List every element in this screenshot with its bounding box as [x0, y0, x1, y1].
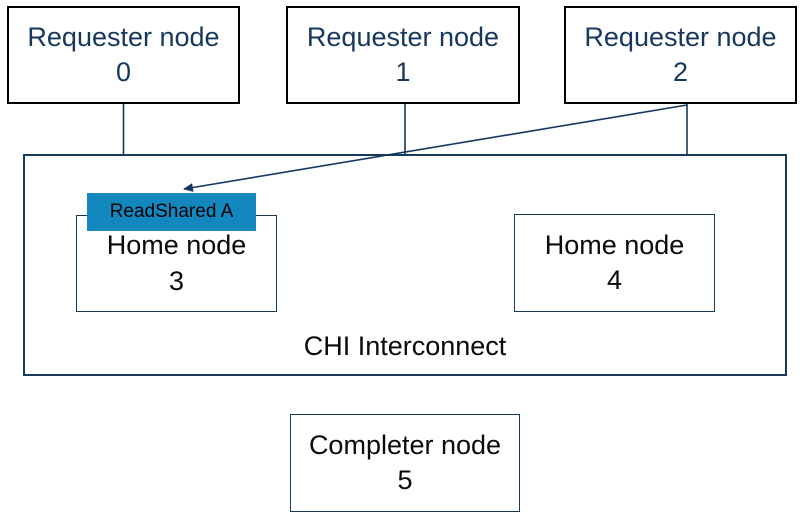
node-home-3-id: 3	[168, 265, 185, 296]
node-home-4-id: 4	[606, 265, 623, 295]
node-requester-1-id: 1	[395, 57, 411, 87]
node-requester-2: Requester node 2	[564, 6, 797, 104]
node-requester-0-label: Requester node	[27, 21, 220, 52]
node-completer-5: Completer node 5	[290, 414, 520, 512]
node-completer-5-id: 5	[397, 465, 413, 495]
node-requester-2-id: 2	[672, 57, 689, 87]
node-home-3: Home node 3	[76, 215, 277, 312]
message-readshared-badge: ReadShared A	[87, 193, 256, 231]
chi-interconnect-label: CHI Interconnect	[303, 331, 507, 361]
node-requester-1-label: Requester node	[306, 21, 500, 52]
node-requester-2-label: Requester node	[584, 21, 777, 52]
node-home-4: Home node 4	[514, 214, 715, 312]
node-home-3-label: Home node	[106, 230, 247, 261]
node-requester-0: Requester node 0	[7, 6, 240, 104]
node-requester-0-id: 0	[115, 57, 132, 87]
node-completer-5-label: Completer node	[308, 429, 502, 460]
node-requester-1: Requester node 1	[286, 6, 520, 104]
node-home-4-label: Home node	[544, 229, 685, 260]
message-readshared-label: ReadShared A	[109, 201, 234, 222]
